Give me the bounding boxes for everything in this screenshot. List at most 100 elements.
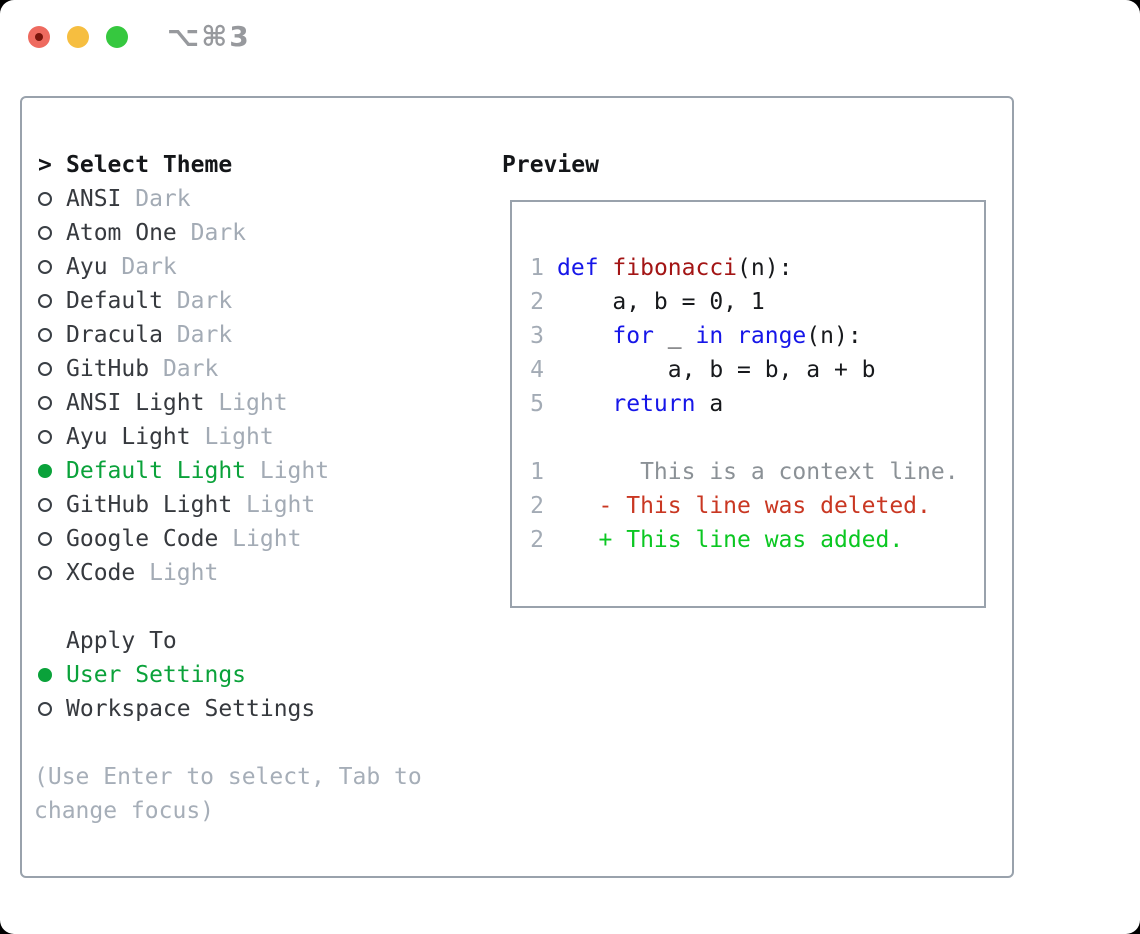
theme-name: Ayu xyxy=(66,254,108,280)
diff-line-added: 2 + This line was added. xyxy=(530,523,984,557)
theme-name: XCode xyxy=(66,560,136,586)
theme-name: Default xyxy=(66,288,163,314)
gutter xyxy=(38,362,66,376)
code-token: in xyxy=(695,323,724,349)
preview-title: Preview xyxy=(502,152,599,178)
line-number: 2 xyxy=(530,527,544,553)
theme-option[interactable]: Default Dark xyxy=(38,284,454,318)
code-line: 2 a, b = 0, 1 xyxy=(530,285,984,319)
gutter xyxy=(38,464,66,478)
code-line: 4 a, b = b, a + b xyxy=(530,353,984,387)
diff-text: This is a context line. xyxy=(557,459,959,485)
theme-option[interactable]: Default Light Light xyxy=(38,454,454,488)
theme-option[interactable]: GitHub Dark xyxy=(38,352,454,386)
radio-unselected-icon xyxy=(38,702,52,716)
gutter xyxy=(38,702,66,716)
apply-option[interactable]: Workspace Settings xyxy=(38,692,454,726)
theme-name: ANSI Light xyxy=(66,390,205,416)
theme-option[interactable]: ANSI Dark xyxy=(38,182,454,216)
diff-text: - This line was deleted. xyxy=(557,493,931,519)
theme-variant: Dark xyxy=(107,254,177,280)
theme-variant: Light xyxy=(218,526,302,552)
gutter xyxy=(38,498,66,512)
theme-name: Atom One xyxy=(66,220,177,246)
apply-option-label: Workspace Settings xyxy=(66,696,316,722)
code-token xyxy=(557,319,612,353)
minimize-light-icon[interactable] xyxy=(67,26,89,48)
code-token xyxy=(557,387,612,421)
code-token: a xyxy=(695,391,724,417)
radio-unselected-icon xyxy=(38,532,52,546)
select-theme-header: > Select Theme xyxy=(38,148,454,182)
line-number: 1 xyxy=(530,255,544,281)
theme-option[interactable]: XCode Light xyxy=(38,556,454,590)
radio-unselected-icon xyxy=(38,430,52,444)
theme-variant: Light xyxy=(232,492,316,518)
diff-line-context: 1 This is a context line. xyxy=(530,455,984,489)
theme-variant: Light xyxy=(246,458,330,484)
gutter xyxy=(38,294,66,308)
hint-text: (Use Enter to select, Tab to change focu… xyxy=(34,764,422,824)
theme-name: Default Light xyxy=(66,458,247,484)
apply-to-header: Apply To xyxy=(38,624,454,658)
code-token: range xyxy=(737,323,807,349)
zoom-light-icon[interactable] xyxy=(106,26,128,48)
code-token xyxy=(723,319,737,353)
code-token: for xyxy=(612,323,654,349)
line-number: 3 xyxy=(530,323,544,349)
gutter xyxy=(38,532,66,546)
theme-name: GitHub Light xyxy=(66,492,233,518)
gutter xyxy=(38,192,66,206)
code-token: fibonacci xyxy=(612,255,738,281)
theme-name: Ayu Light xyxy=(66,424,191,450)
theme-variant: Dark xyxy=(162,322,233,348)
spacer xyxy=(38,590,454,624)
line-number: 1 xyxy=(530,459,544,485)
radio-unselected-icon xyxy=(38,260,52,274)
theme-option[interactable]: Google Code Light xyxy=(38,522,454,556)
theme-name: GitHub xyxy=(66,356,150,382)
theme-name: ANSI xyxy=(66,186,122,212)
diff-text: + This line was added. xyxy=(557,527,904,553)
gutter xyxy=(38,260,66,274)
theme-variant: Light xyxy=(135,560,219,586)
radio-unselected-icon xyxy=(38,396,52,410)
line-number: 4 xyxy=(530,357,544,383)
close-light-icon[interactable] xyxy=(28,26,50,48)
titlebar: ⌥⌘3 xyxy=(0,0,1140,75)
code-token: a, b = 0, 1 xyxy=(557,289,765,315)
window-shortcut-label: ⌥⌘3 xyxy=(167,20,251,53)
theme-name: Google Code xyxy=(66,526,219,552)
gutter xyxy=(38,328,66,342)
code-line: 5 return a xyxy=(530,387,984,421)
radio-unselected-icon xyxy=(38,362,52,376)
theme-variant: Light xyxy=(204,390,288,416)
code-token: (n): xyxy=(806,323,862,349)
gutter xyxy=(38,396,66,410)
theme-variant: Dark xyxy=(121,186,191,212)
theme-option[interactable]: Ayu Dark xyxy=(38,250,454,284)
theme-option[interactable]: GitHub Light Light xyxy=(38,488,454,522)
theme-option[interactable]: Dracula Dark xyxy=(38,318,454,352)
apply-option[interactable]: User Settings xyxy=(38,658,454,692)
radio-unselected-icon xyxy=(38,566,52,580)
gutter xyxy=(38,226,66,240)
theme-option[interactable]: ANSI Light Light xyxy=(38,386,454,420)
theme-variant: Dark xyxy=(149,356,219,382)
theme-variant: Light xyxy=(190,424,274,450)
gutter xyxy=(38,566,66,580)
code-token: _ xyxy=(653,323,696,349)
apply-to-title: Apply To xyxy=(66,628,177,654)
apply-option-label: User Settings xyxy=(66,662,247,688)
diff-preview: 1 This is a context line. 2 - This line w… xyxy=(530,455,984,557)
theme-name: Dracula xyxy=(66,322,163,348)
theme-option[interactable]: Ayu Light Light xyxy=(38,420,454,454)
code-token: return xyxy=(612,391,696,417)
theme-option[interactable]: Atom One Dark xyxy=(38,216,454,250)
line-number: 2 xyxy=(530,289,544,315)
